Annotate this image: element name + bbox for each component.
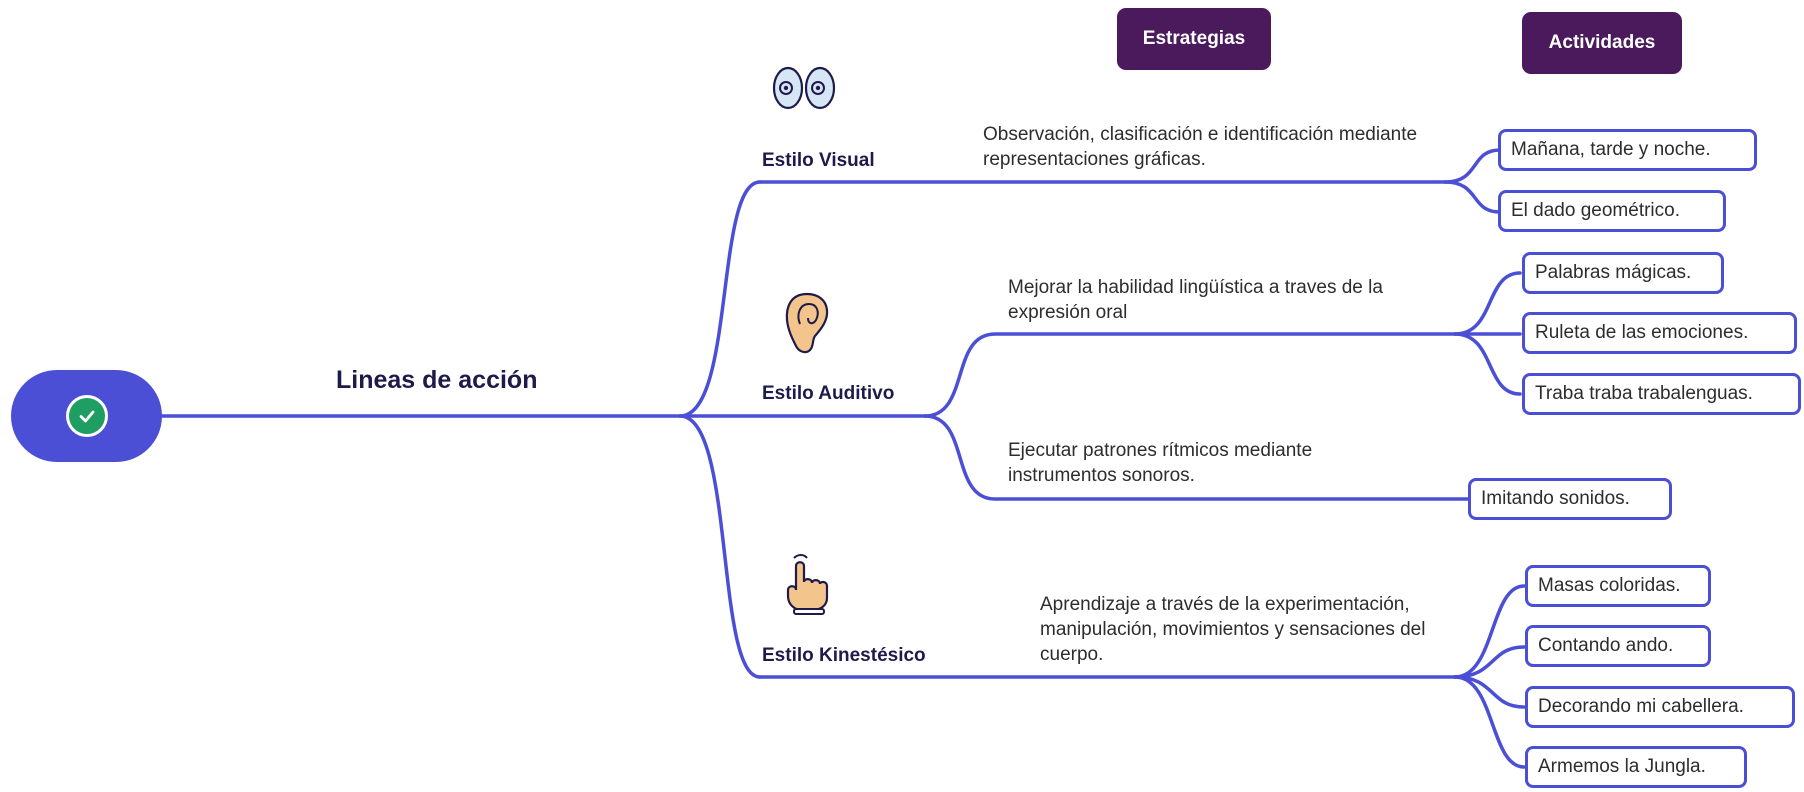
activity-item[interactable]: Masas coloridas. xyxy=(1525,565,1711,607)
activity-item[interactable]: Mañana, tarde y noche. xyxy=(1498,129,1757,171)
strategy-kinestesico: Aprendizaje a través de la experimentaci… xyxy=(1040,594,1426,665)
strategy-auditivo-2: Ejecutar patrones rítmicos mediante inst… xyxy=(1008,440,1313,486)
strategy-auditivo-1: Mejorar la habilidad lingüística a trave… xyxy=(1008,277,1383,323)
eyes-icon xyxy=(770,64,840,117)
pointing-hand-icon xyxy=(780,552,832,621)
check-circle-icon xyxy=(65,395,108,437)
activity-item[interactable]: Contando ando. xyxy=(1525,625,1711,667)
header-strategies: Estrategias xyxy=(1117,8,1271,70)
activity-item[interactable]: Imitando sonidos. xyxy=(1468,478,1672,520)
activity-item[interactable]: Armemos la Jungla. xyxy=(1525,746,1747,788)
strategy-visual: Observación, clasificación e identificac… xyxy=(983,124,1418,170)
activity-item[interactable]: Traba traba trabalenguas. xyxy=(1522,373,1801,415)
style-label-kinestesico: Estilo Kinestésico xyxy=(762,645,926,666)
style-label-visual: Estilo Visual xyxy=(762,150,875,171)
ear-icon xyxy=(782,290,832,361)
connector-auditivo-strategy-1 xyxy=(923,332,1457,418)
activity-item[interactable]: Palabras mágicas. xyxy=(1522,252,1724,294)
activity-item[interactable]: Ruleta de las emociones. xyxy=(1522,312,1797,354)
activity-item[interactable]: El dado geométrico. xyxy=(1498,190,1726,232)
style-label-auditivo: Estilo Auditivo xyxy=(762,383,895,404)
connector-visual xyxy=(678,180,762,418)
header-activities: Actividades xyxy=(1522,12,1682,74)
root-node[interactable] xyxy=(11,370,162,462)
main-topic-label: Lineas de acción xyxy=(336,366,538,394)
activity-item[interactable]: Decorando mi cabellera. xyxy=(1525,686,1795,728)
connector-auditivo-strategy-2 xyxy=(923,414,1470,501)
connector-kinestesico xyxy=(678,414,762,679)
